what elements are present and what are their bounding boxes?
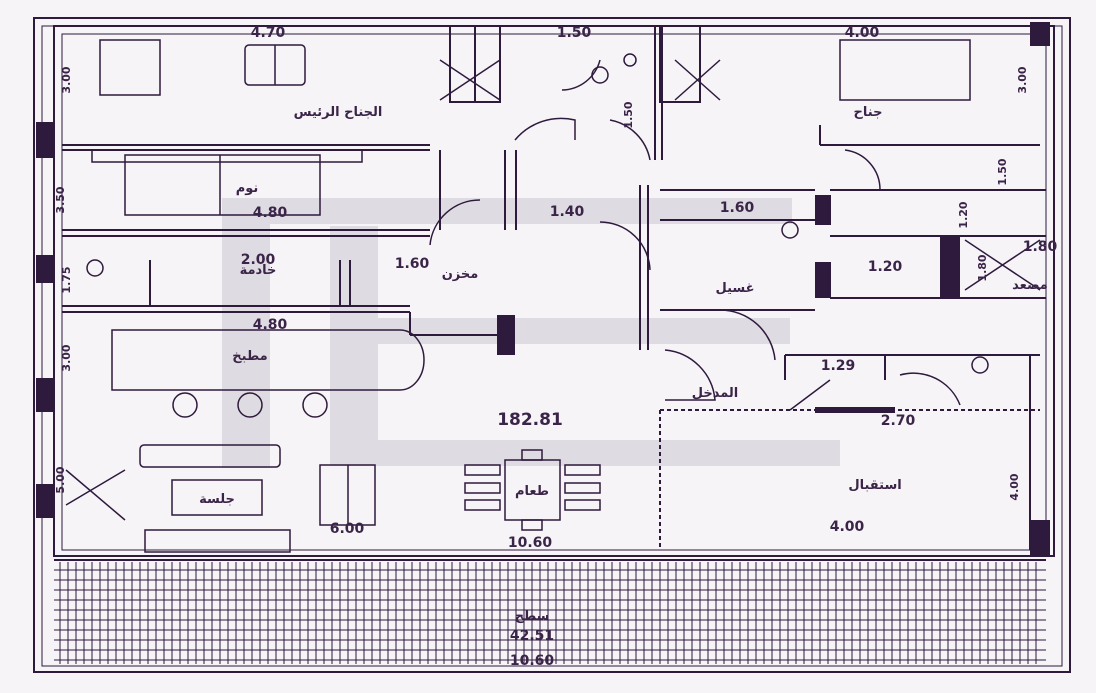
vdim-label: 3.00 — [1016, 66, 1029, 93]
room-label-storage: مخزن — [442, 267, 479, 282]
room-label-kitchen: مطبخ — [232, 349, 267, 364]
room-label-roof: سطح — [515, 609, 550, 624]
vdim-label: 3.00 — [60, 344, 73, 371]
vdim-label: 4.00 — [1008, 473, 1021, 500]
dim-label: 4.80 — [253, 317, 288, 333]
room-label-elevator: مصعد — [1012, 278, 1048, 293]
dim-label: 4.00 — [830, 519, 865, 535]
room-label-maid: خادمة — [240, 263, 277, 278]
dim-label: 2.00 — [241, 252, 276, 268]
room-label-suite: جناح — [854, 105, 883, 120]
vdim-label: 3.50 — [54, 186, 67, 213]
dim-label: 10.60 — [508, 535, 553, 551]
outer-walls — [33, 17, 1071, 673]
vdim-label: 1.50 — [996, 158, 1009, 185]
dim-label: 1.60 — [395, 256, 430, 272]
dim-label: 10.60 — [510, 653, 555, 669]
roof-hatching — [54, 562, 1046, 664]
total-area-label: 182.81 — [497, 410, 563, 430]
vdim-label: 1.80 — [976, 254, 989, 281]
dim-label: 1.50 — [557, 25, 592, 41]
roof-area-label: 42.51 — [510, 628, 554, 644]
dim-label: 1.29 — [821, 358, 856, 374]
room-label-reception: استقبال — [848, 478, 901, 493]
dim-label: 4.00 — [845, 25, 880, 41]
room-label-master-suite: الجناح الرئيس — [294, 105, 383, 120]
room-label-sitting: جلسة — [199, 492, 235, 507]
vdim-label: 3.00 — [60, 66, 73, 93]
room-label-entrance: المدخل — [692, 386, 739, 401]
room-labels: الجناح الرئيس نوم خادمة مخزن مطبخ جلسة ط… — [199, 105, 1048, 624]
room-label-dining: طعام — [515, 484, 549, 499]
room-label-washing: غسيل — [715, 281, 754, 296]
dim-label: 4.80 — [253, 205, 288, 221]
dim-label: 1.60 — [720, 200, 755, 216]
vdim-label: 1.20 — [957, 201, 970, 228]
vdim-label: 1.50 — [622, 101, 635, 128]
wall-blocks — [36, 22, 1050, 556]
dim-label: 2.70 — [881, 413, 916, 429]
room-label-bedroom: نوم — [236, 181, 259, 196]
dim-label: 1.80 — [1023, 239, 1058, 255]
watermark-logo — [222, 198, 840, 468]
dim-label: 6.00 — [330, 521, 365, 537]
vdim-label: 5.00 — [54, 466, 67, 493]
furniture — [65, 39, 1041, 553]
door-swings — [429, 59, 961, 411]
vertical-dimension-labels: 3.00 1.50 3.50 1.75 3.00 5.00 3.00 1.50 … — [54, 66, 1029, 500]
dim-label: 1.40 — [550, 204, 585, 220]
interior-walls — [54, 25, 1046, 561]
dimension-labels: 4.70 1.50 4.00 4.80 1.40 1.60 2.00 1.60 … — [241, 25, 1058, 669]
dim-label: 4.70 — [251, 25, 286, 41]
dim-label: 1.20 — [868, 259, 903, 275]
vdim-label: 1.75 — [60, 266, 73, 293]
